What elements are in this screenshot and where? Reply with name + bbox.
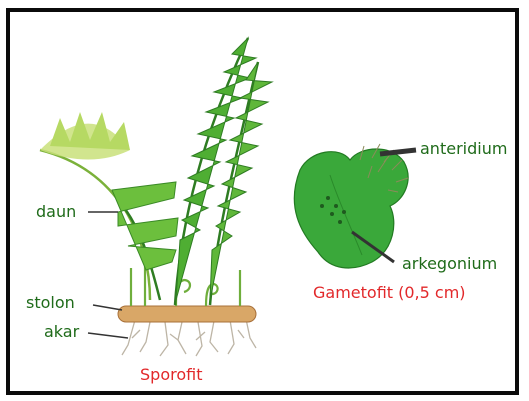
gametophyte-thallus [294,144,408,268]
caption-sporofit: Sporofit [140,367,202,383]
frond-right [210,62,272,305]
pointer-stolon [93,305,122,310]
caption-gametofit: Gametofit (0,5 cm) [313,285,466,301]
label-daun: daun [36,204,76,220]
label-arkegonium: arkegonium [402,256,497,272]
pointer-akar [88,333,128,338]
stolon-rhizome [118,306,256,322]
roots [122,319,256,356]
label-stolon: stolon [26,295,75,311]
label-akar: akar [44,324,79,340]
label-anteridium: anteridium [420,141,507,157]
